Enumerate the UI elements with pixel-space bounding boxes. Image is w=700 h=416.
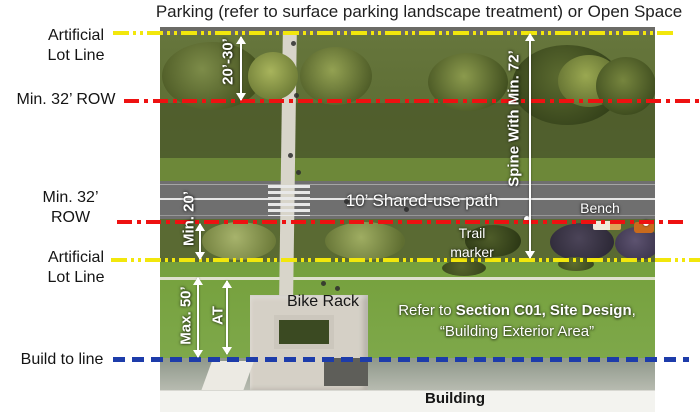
tree — [248, 52, 298, 100]
pedestrian — [321, 281, 326, 286]
bike-rack-courtyard — [274, 315, 334, 349]
cyclist — [404, 207, 409, 212]
pedestrian — [335, 286, 340, 291]
build-to-line — [113, 357, 689, 362]
shared-use-path-road — [160, 181, 655, 219]
dim-label-spine: Spine With Min. 72’ — [505, 50, 523, 187]
dimension-arrow-spine-icon — [525, 33, 535, 259]
refer-note: Refer to Section C01, Site Design, “Buil… — [382, 300, 652, 342]
trail-marker-post — [524, 216, 530, 222]
crosswalk — [268, 185, 310, 216]
label-artificial-lot-line-bottom: Artificial Lot Line — [20, 248, 132, 287]
dim-label-20-30: 20’-30’ — [219, 38, 237, 85]
label-min-32-row-top: Min. 32’ ROW — [6, 90, 126, 110]
refer-bold: Section C01, Site Design — [455, 302, 632, 319]
pedestrian — [291, 41, 296, 46]
artificial-lot-line-top — [113, 31, 673, 35]
trail-marker-label: Trail marker — [433, 224, 511, 262]
label-line: Trail — [458, 225, 486, 241]
label-line: Artificial — [47, 27, 104, 44]
tree — [300, 47, 372, 105]
label-line: Build to line — [20, 351, 104, 368]
shrub — [325, 222, 405, 260]
label-min-32-row-mid: Min. 32’ ROW — [18, 188, 123, 227]
row-line-top — [124, 99, 700, 103]
label-line: Min. 32’ ROW — [16, 91, 116, 108]
dim-label-at: AT — [209, 306, 227, 325]
parked-car — [634, 222, 654, 233]
tree — [596, 57, 655, 115]
shared-use-path-label: 10’ Shared-use path — [345, 191, 499, 210]
refer-line2: “Building Exterior Area” — [439, 323, 595, 340]
dimension-arrow-at-icon — [222, 280, 232, 355]
label-line: ROW — [50, 208, 91, 226]
label-line: Lot Line — [47, 46, 105, 64]
building-facade-strip — [160, 390, 655, 412]
label-line: marker — [450, 243, 494, 260]
dim-label-max-50: Max. 50’ — [177, 286, 195, 345]
label-line: Artificial — [47, 249, 104, 266]
pedestrian — [288, 153, 293, 158]
bench-label: Bench — [580, 200, 620, 216]
dimension-arrow-20-30-icon — [236, 36, 246, 101]
road-edge-line — [160, 184, 655, 185]
refer-comma: , — [631, 302, 636, 319]
bike-rack-label: Bike Rack — [286, 293, 360, 310]
label-line: Lot Line — [47, 268, 105, 286]
dark-roof-section — [324, 358, 368, 386]
dim-label-min-20: Min. 20’ — [180, 191, 198, 247]
dimension-arrow-min-20-icon — [195, 223, 205, 260]
road-center-line — [160, 198, 655, 200]
label-line: Min. 32’ — [42, 189, 99, 206]
lawn-walkway — [160, 277, 655, 280]
diagram-title: Parking (refer to surface parking landsc… — [155, 2, 683, 21]
row-line-bottom — [117, 220, 687, 224]
light-grass-band — [160, 158, 655, 181]
artificial-lot-line-bottom — [111, 258, 700, 262]
dimension-arrow-max-50-icon — [193, 277, 203, 358]
shrub — [202, 222, 276, 260]
shrub — [465, 225, 521, 257]
aerial-photo — [160, 27, 655, 412]
road-edge-line — [160, 215, 655, 216]
bench-object — [593, 221, 621, 230]
label-build-to-line: Build to line — [6, 350, 118, 370]
refer-prefix: Refer to — [398, 302, 456, 319]
building-label: Building — [425, 390, 485, 407]
label-artificial-lot-line-top: Artificial Lot Line — [20, 26, 132, 65]
cyclist — [344, 199, 349, 204]
pedestrian — [294, 93, 299, 98]
bush — [442, 260, 486, 276]
pedestrian — [296, 170, 301, 175]
